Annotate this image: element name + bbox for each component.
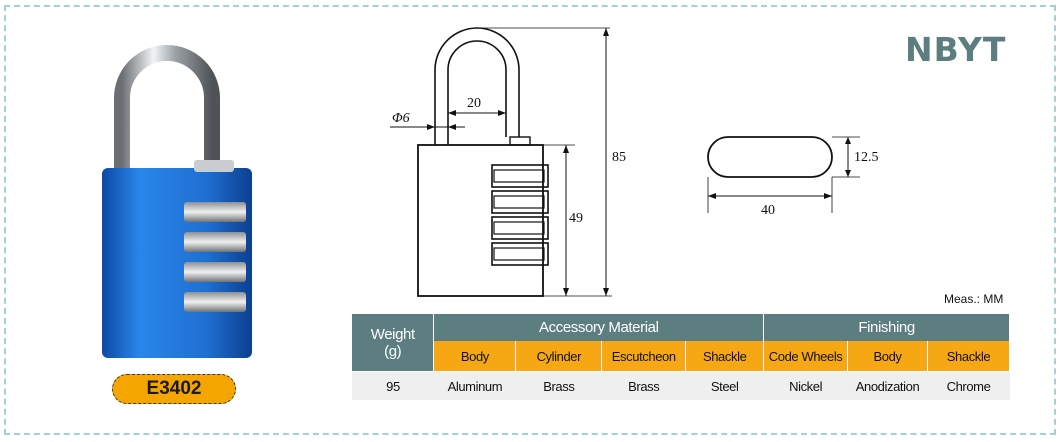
cell-finish-shackle: Chrome [927, 371, 1010, 400]
cell-code-wheels: Nickel [763, 371, 848, 400]
col-shackle: Shackle [685, 341, 765, 372]
dim-wheel-height: 12.5 [854, 150, 879, 165]
dim-total-height: 85 [612, 150, 626, 165]
cell-escutcheon: Brass [601, 371, 686, 400]
dim-body-height: 49 [569, 211, 583, 226]
spec-table: Weight(g) Accessory Material Finishing B… [352, 314, 1010, 400]
finishing-header: Finishing [763, 314, 1010, 341]
brand-logo: NBYT [905, 30, 1007, 69]
model-badge: E3402 [112, 374, 236, 404]
cell-cylinder: Brass [515, 371, 602, 400]
cell-weight: 95 [352, 371, 434, 400]
accessory-material-header: Accessory Material [433, 314, 765, 341]
cell-shackle: Steel [685, 371, 764, 400]
weight-header: Weight(g) [352, 314, 435, 372]
cell-body: Aluminum [433, 371, 516, 400]
dim-shackle-diameter: Φ6 [392, 111, 410, 126]
cell-finish-body: Anodization [847, 371, 928, 400]
col-code-wheels: Code Wheels [763, 341, 849, 372]
code-wheel-profile [707, 136, 833, 178]
col-cylinder: Cylinder [515, 341, 603, 372]
shackle-outline [434, 27, 520, 145]
dim-wheel-length: 40 [761, 203, 775, 218]
col-escutcheon: Escutcheon [601, 341, 687, 372]
dashed-frame [4, 5, 1056, 435]
col-finish-shackle: Shackle [927, 341, 1010, 372]
col-body: Body [433, 341, 517, 372]
table-row: 95 Aluminum Brass Brass Steel Nickel Ano… [352, 371, 1010, 400]
col-finish-body: Body [847, 341, 928, 372]
technical-drawing: 20 Φ6 85 49 12.5 40 [390, 27, 879, 297]
measurement-units: Meas.: MM [944, 292, 1004, 306]
padlock-photo [102, 45, 252, 358]
lock-body-outline [417, 144, 544, 297]
dim-shackle-width: 20 [467, 96, 481, 111]
